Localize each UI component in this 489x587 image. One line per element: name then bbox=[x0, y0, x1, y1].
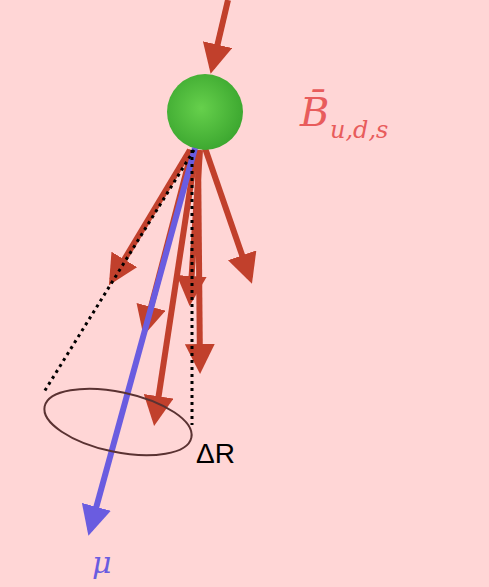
muon-track bbox=[90, 148, 195, 530]
cone-radius-label: ΔR bbox=[196, 440, 235, 468]
muon-label: μ bbox=[92, 548, 112, 578]
cone-ellipse bbox=[38, 377, 197, 467]
cone-outline bbox=[44, 150, 194, 425]
particle-label: B̄ bbox=[300, 92, 329, 132]
decay-vertex bbox=[167, 74, 243, 150]
particle-subscript: u,d,s bbox=[330, 118, 388, 142]
